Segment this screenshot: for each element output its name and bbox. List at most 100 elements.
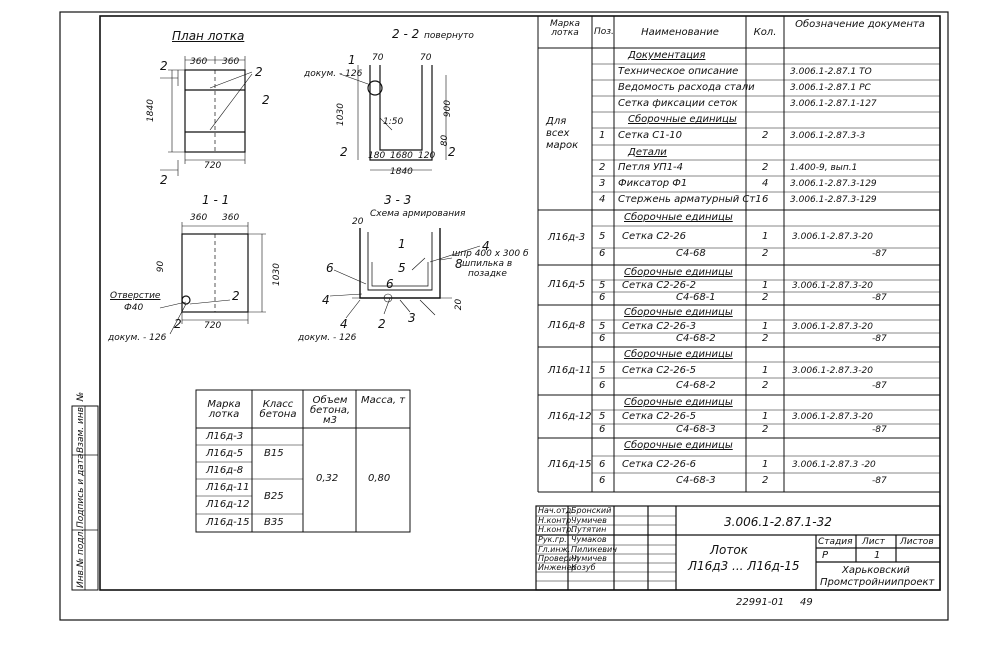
spec-group-qty: 2: [762, 333, 769, 344]
title-block-role: Н.контр.: [538, 525, 574, 534]
spec-group-name: Сетка С2-26-3: [622, 321, 696, 332]
s11-dim-w1: 360: [190, 213, 208, 223]
stamp-vzam: Взам. инв. №: [76, 391, 86, 453]
spec-group-doc: -87: [872, 381, 887, 391]
title-block-sheet: 1: [874, 550, 881, 561]
spec-group-mark: Л16д-11: [548, 365, 592, 376]
spec-group-pos: 6: [599, 380, 606, 391]
s11-c2b: 2: [174, 317, 182, 331]
mark-table-volume: 0,32: [316, 473, 339, 484]
title-block-name: Чумичев: [571, 516, 607, 525]
plan-dim-w2: 360: [222, 57, 240, 67]
s33-shp: шпр 400 x 300 б: [452, 249, 529, 259]
s33-c6a: 6: [326, 261, 334, 275]
mark-table-mark: Л16д-11: [206, 482, 250, 493]
title-block-title-1: Лоток: [710, 543, 748, 557]
spec-group-pos: 6: [599, 248, 606, 259]
s33-subtitle: Схема армирования: [370, 209, 466, 219]
spec-group-doc: 3.006.1-2.87.3-20: [792, 412, 873, 422]
s33-c8: 8: [455, 257, 463, 271]
title-block-code: 3.006.1-2.87.1-32: [724, 515, 832, 529]
mark-table-mark: Л16д-15: [206, 517, 250, 528]
spec-group-name: С4-68-1: [676, 292, 716, 303]
spec-row-name: Детали: [628, 147, 667, 158]
s11-docum: докум. - 126: [108, 333, 167, 343]
s22-d70b: 70: [420, 53, 432, 63]
spec-group-pos: 5: [599, 365, 606, 376]
spec-row-name: Петля УП1-4: [618, 162, 684, 173]
s22-d1680: 1680: [390, 151, 413, 161]
title-block-role: Рук.гр.: [538, 535, 567, 544]
title-block-sheet-header: Лист: [862, 537, 885, 547]
s33-docum: докум. - 126: [298, 333, 357, 343]
s22-d180: 180: [368, 151, 386, 161]
s11-title: 1 - 1: [202, 193, 230, 207]
spec-all-marks: Для всех марок: [546, 116, 579, 151]
title-block-sheets-header: Листов: [900, 537, 934, 547]
s22-d1840: 1840: [390, 167, 413, 177]
mark-table-mass: 0,80: [368, 473, 391, 484]
spec-row-doc: 3.006.1-2.87.3-129: [790, 195, 877, 205]
s33-c2: 2: [378, 317, 386, 331]
title-block-name: Пиликевич: [571, 545, 617, 554]
spec-group-pos: 6: [599, 424, 606, 435]
spec-group-mark: Л16д-15: [548, 459, 592, 470]
title-block-role: Нач.отд.: [538, 506, 574, 515]
spec-group-doc: -87: [872, 293, 887, 303]
plan-cut-b: 2: [160, 173, 168, 187]
spec-row-name: Ведомость расхода стали: [618, 82, 755, 93]
spec-group-name: С4-68-3: [676, 475, 716, 486]
title-block-role: Проверил: [538, 554, 580, 563]
spec-group-heading: Сборочные единицы: [624, 307, 733, 318]
spec-group-pos: 6: [599, 292, 606, 303]
spec-group-doc: -87: [872, 334, 887, 344]
mark-table-class: В25: [264, 491, 284, 502]
spec-group-name: Сетка С2-26: [622, 231, 686, 242]
title-block-role: Инженер: [538, 563, 577, 572]
spec-group-qty: 2: [762, 380, 769, 391]
spec-group-name: С4-68: [676, 248, 706, 259]
spec-group-qty: 2: [762, 424, 769, 435]
title-block-name: Козуб: [571, 563, 596, 572]
mark-table-header-mass: Масса, т: [360, 395, 406, 406]
spec-row-doc: 3.006.1-2.87.1 ТО: [790, 67, 872, 77]
spec-group-pos: 5: [599, 321, 606, 332]
s22-title: 2 - 2: [392, 27, 420, 41]
title-block-name: Чумаков: [571, 535, 607, 544]
spec-group-name: Сетка С2-26-5: [622, 411, 696, 422]
spec-row-doc: 1.400-9, вып.1: [790, 163, 858, 173]
title-block-role: Гл.инж.: [538, 545, 571, 554]
s11-d90: 90: [156, 260, 167, 273]
spec-group-heading: Сборочные единицы: [624, 267, 733, 278]
spec-group-doc: -87: [872, 476, 887, 486]
spec-group-pos: 6: [599, 459, 606, 470]
s33-d20a: 20: [352, 217, 364, 227]
spec-header-qty: Кол.: [753, 27, 777, 38]
stamp-sign-date: Подпись и дата: [76, 453, 86, 528]
spec-group-qty: 1: [762, 411, 769, 422]
spec-group-name: Сетка С2-26-5: [622, 365, 696, 376]
spec-header-mark: Марка лотка: [550, 19, 580, 38]
mark-table-header-class: Класс бетона: [259, 399, 297, 420]
spec-row-doc: 3.006.1-2.87.3-129: [790, 179, 877, 189]
spec-group-pos: 5: [599, 411, 606, 422]
spec-group-mark: Л16д-8: [548, 320, 586, 331]
mark-table-class: В15: [264, 448, 284, 459]
s22-d70a: 70: [372, 53, 384, 63]
s22-note: повернуто: [424, 31, 474, 41]
spec-group-doc: 3.006.1-2.87.3-20: [792, 281, 873, 291]
spec-group-qty: 1: [762, 231, 769, 242]
plan-dim-w1: 360: [190, 57, 208, 67]
title-block-title-2: Л16д3 ... Л16д-15: [688, 559, 800, 573]
s33-c4a: 4: [482, 239, 490, 253]
spec-group-pos: 6: [599, 333, 606, 344]
spec-row-name: Документация: [628, 50, 706, 61]
mark-table-mark: Л16д-3: [206, 431, 244, 442]
spec-group-name: С4-68-3: [676, 424, 716, 435]
s11-dim-w2: 360: [222, 213, 240, 223]
spec-group-name: Сетка С2-26-6: [622, 459, 696, 470]
spec-row-name: Сетка фиксации сеток: [618, 98, 738, 109]
spec-group-mark: Л16д-3: [548, 231, 586, 243]
mark-table-mark: Л16д-8: [206, 465, 244, 476]
